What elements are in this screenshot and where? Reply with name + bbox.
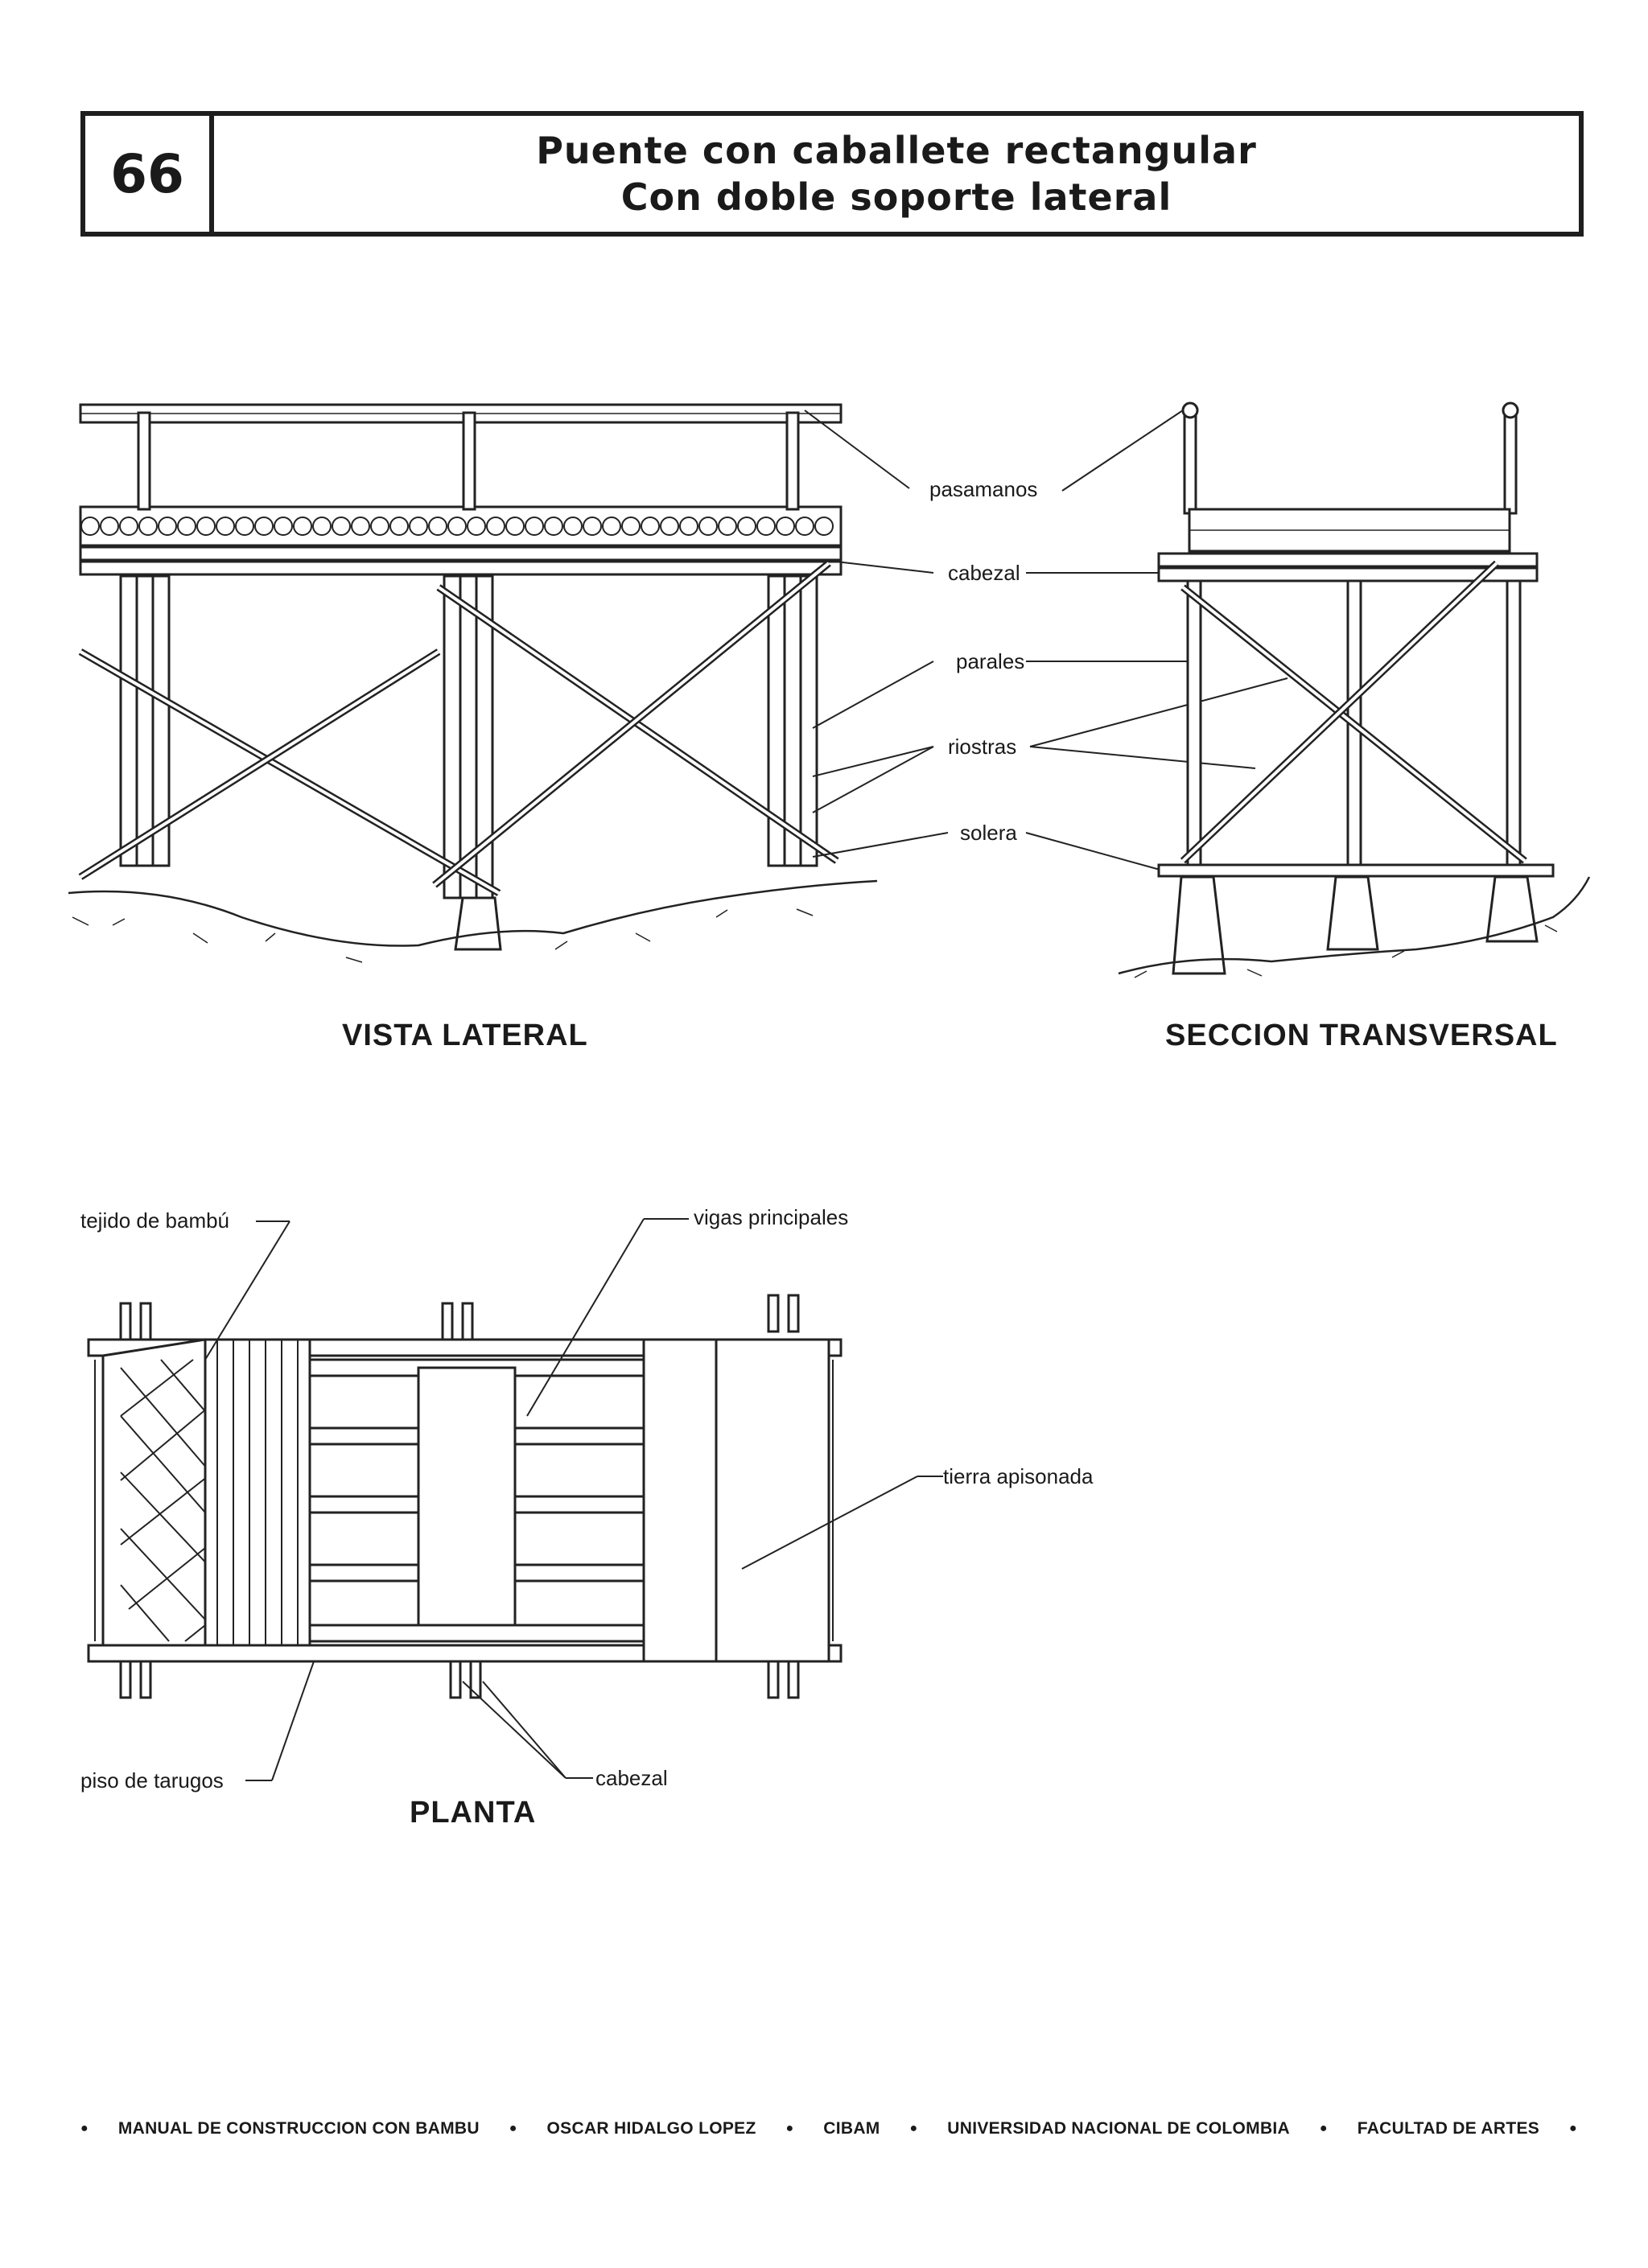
- caption-planta: PLANTA: [410, 1796, 537, 1830]
- footer-bullet: ●: [1568, 2122, 1577, 2135]
- footer-item: OSCAR HIDALGO LOPEZ: [546, 2119, 756, 2138]
- footer-bullet: ●: [509, 2122, 517, 2135]
- footer-item: CIBAM: [823, 2119, 880, 2138]
- page-title: Puente con caballete rectangular Con dob…: [214, 116, 1579, 232]
- footer-bullet: ●: [909, 2122, 918, 2135]
- label-tierra-apisonada: tierra apisonada: [943, 1464, 1094, 1488]
- footer-item: MANUAL DE CONSTRUCCION CON BAMBU: [117, 2119, 480, 2138]
- caption-vista-lateral: VISTA LATERAL: [342, 1019, 588, 1052]
- label-piso-de-tarugos: piso de tarugos: [80, 1768, 224, 1793]
- label-solera: solera: [960, 821, 1017, 845]
- footer-item: FACULTAD DE ARTES: [1357, 2119, 1540, 2138]
- page-number: 66: [85, 116, 214, 232]
- footer-bullet: ●: [80, 2122, 89, 2135]
- label-cabezal-planta: cabezal: [595, 1766, 668, 1790]
- page-header: 66 Puente con caballete rectangular Con …: [80, 111, 1584, 237]
- label-riostras: riostras: [948, 735, 1017, 759]
- label-tejido-de-bambu: tejido de bambú: [80, 1208, 230, 1233]
- label-cabezal-lateral: cabezal: [948, 561, 1020, 585]
- footer-item: UNIVERSIDAD NACIONAL DE COLOMBIA: [947, 2119, 1291, 2138]
- footer-bullet: ●: [1319, 2122, 1328, 2135]
- label-parales: parales: [956, 649, 1025, 673]
- footer-bullet: ●: [785, 2122, 794, 2135]
- label-pasamanos: pasamanos: [929, 477, 1038, 501]
- label-vigas-principales: vigas principales: [694, 1205, 849, 1229]
- footer: ● MANUAL DE CONSTRUCCION CON BAMBU ● OSC…: [80, 2119, 1577, 2138]
- title-line-2: Con doble soporte lateral: [620, 175, 1172, 219]
- title-line-1: Puente con caballete rectangular: [536, 129, 1257, 172]
- caption-seccion-transversal: SECCION TRANSVERSAL: [1165, 1019, 1558, 1052]
